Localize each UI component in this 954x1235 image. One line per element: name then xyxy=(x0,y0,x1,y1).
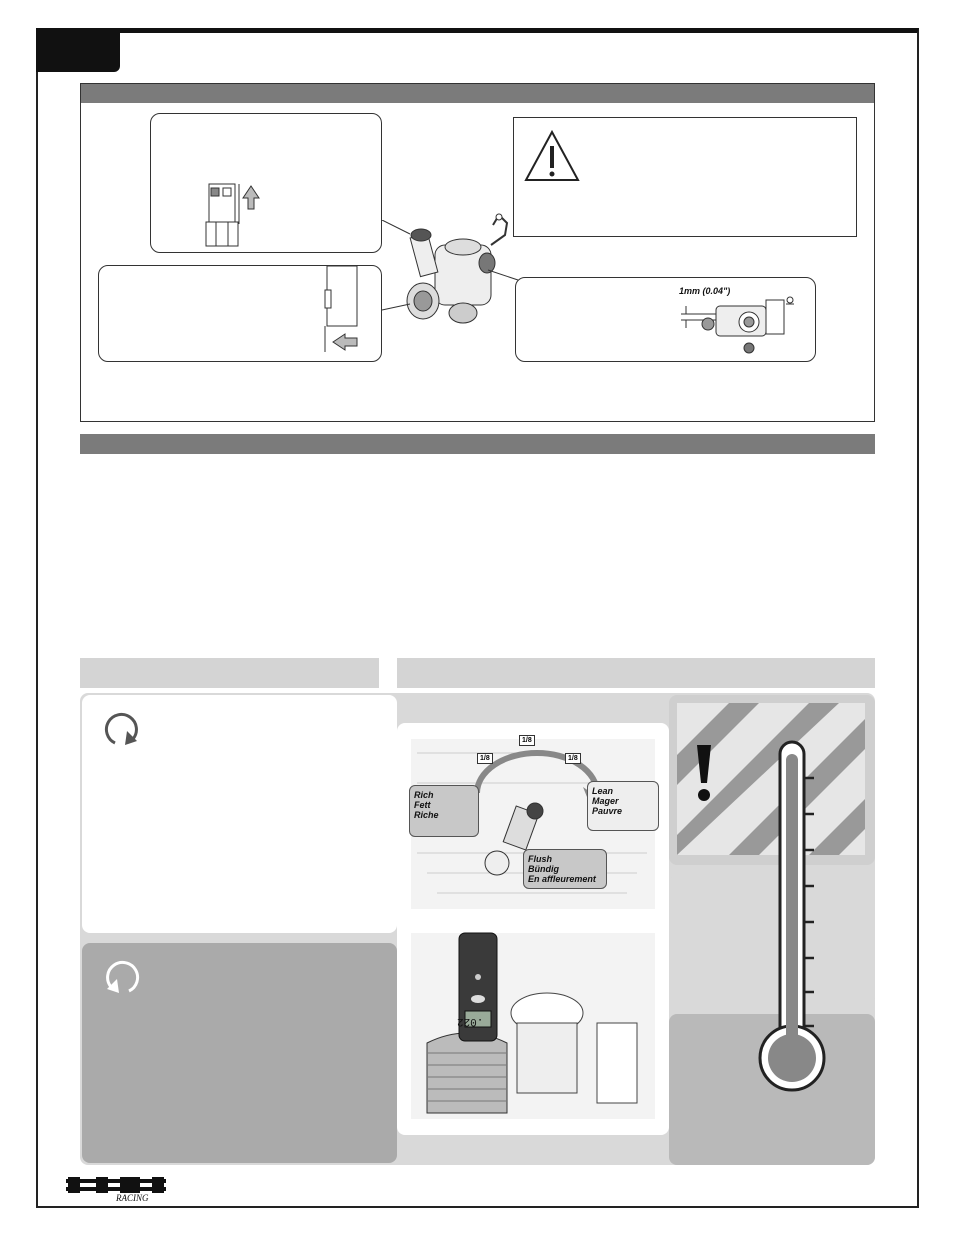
rich-label-fr: Riche xyxy=(414,810,439,820)
low-speed-needle-callout xyxy=(98,265,382,362)
carburetor-panel xyxy=(80,83,875,422)
flush-label-en: Flush xyxy=(528,854,552,864)
temp-info-panel-1 xyxy=(669,875,875,1004)
rich-label-en: Rich xyxy=(414,790,434,800)
warning-box xyxy=(513,117,857,237)
subheader-left xyxy=(80,658,379,688)
photo-card: 1/8 1/8 1/8 Rich Fett Riche Lean Mager P… xyxy=(397,723,669,1135)
clockwise-card xyxy=(82,695,397,933)
rich-label: Rich Fett Riche xyxy=(409,785,479,837)
lean-label-de: Mager xyxy=(592,796,619,806)
hpi-racing-logo: RACING xyxy=(66,1177,166,1208)
section-header-tuning xyxy=(80,434,875,454)
needle-height-icon xyxy=(205,183,260,247)
step-tag-2: 1/8 xyxy=(519,735,535,746)
svg-text:RACING: RACING xyxy=(115,1193,149,1203)
page-frame xyxy=(36,28,919,1208)
subheader-right xyxy=(397,658,875,688)
page-number-tab xyxy=(36,28,120,72)
step-tag-1: 1/8 xyxy=(477,753,493,764)
idle-gap-callout: 1mm (0.04") xyxy=(515,277,816,362)
counterclockwise-arrow-icon xyxy=(106,960,139,993)
idle-gap-diagram xyxy=(681,296,794,354)
flush-label: Flush Bündig En affleurement xyxy=(523,849,607,889)
low-speed-arrow-icon xyxy=(324,266,358,352)
temp-gun-display: .022 xyxy=(457,1015,484,1027)
flush-label-de: Bündig xyxy=(528,864,559,874)
flush-label-fr: En affleurement xyxy=(528,874,596,884)
exclamation-icon xyxy=(697,745,711,801)
high-speed-needle-callout xyxy=(150,113,382,253)
gap-measurement-label: 1mm (0.04") xyxy=(679,286,731,296)
rich-label-de: Fett xyxy=(414,800,431,810)
clockwise-arrow-icon xyxy=(105,712,138,745)
step-tag-3: 1/8 xyxy=(565,753,581,764)
carburetor-illustration xyxy=(406,213,509,324)
hpi-logo-icon: RACING xyxy=(66,1177,166,1203)
lean-label: Lean Mager Pauvre xyxy=(587,781,659,831)
thermometer-icon xyxy=(758,740,826,1092)
callout-leaders xyxy=(381,220,519,311)
lean-label-fr: Pauvre xyxy=(592,806,623,816)
counterclockwise-card xyxy=(82,943,397,1163)
warning-triangle-icon xyxy=(524,129,580,181)
lean-label-en: Lean xyxy=(592,786,614,796)
section-header-carburetor xyxy=(80,83,875,103)
